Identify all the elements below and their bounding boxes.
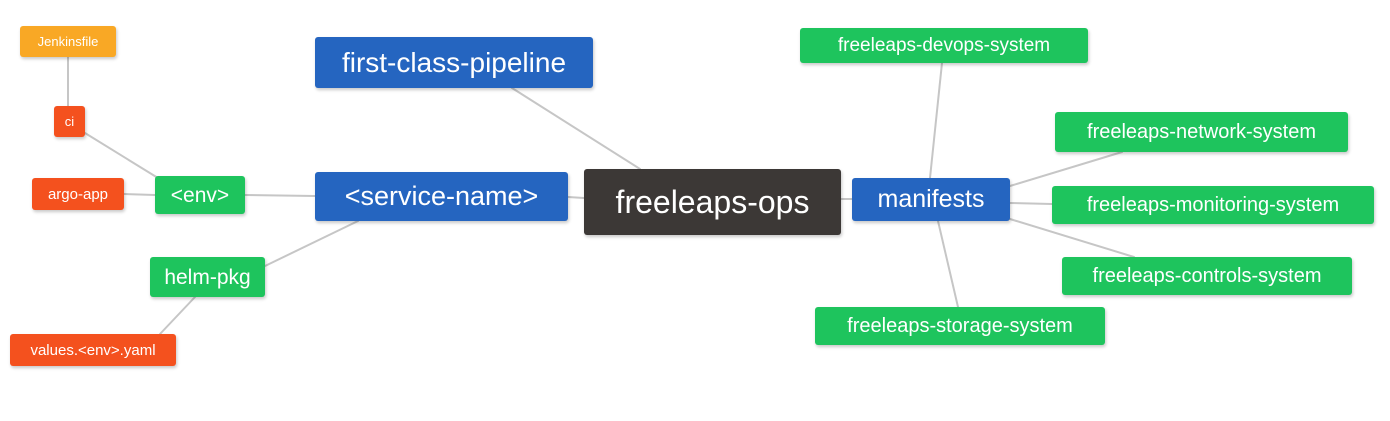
node-helm-pkg[interactable]: helm-pkg <box>150 257 265 297</box>
edge-pipeline-ops <box>511 87 641 170</box>
edge-helmpkg-servicename <box>264 220 359 267</box>
node-env[interactable]: <env> <box>155 176 245 214</box>
node-label-freeleaps-network-system: freeleaps-network-system <box>1087 121 1316 143</box>
edge-manifests-devops <box>929 62 943 179</box>
edge-manifests-network <box>1009 151 1123 187</box>
node-freeleaps-devops-system[interactable]: freeleaps-devops-system <box>800 28 1088 63</box>
node-values-yaml[interactable]: values.<env>.yaml <box>10 334 176 366</box>
node-label-jenkinsfile: Jenkinsfile <box>37 34 99 49</box>
node-ci[interactable]: ci <box>54 106 85 137</box>
node-freeleaps-monitoring-system[interactable]: freeleaps-monitoring-system <box>1052 186 1374 224</box>
node-label-service-name: <service-name> <box>344 181 539 211</box>
node-freeleaps-storage-system[interactable]: freeleaps-storage-system <box>815 307 1105 345</box>
node-label-manifests: manifests <box>877 185 985 213</box>
node-manifests[interactable]: manifests <box>852 178 1010 221</box>
edge-manifests-monitoring <box>1009 202 1053 205</box>
edge-ci-env <box>84 132 159 179</box>
edge-servicename-ops <box>567 196 585 199</box>
node-first-class-pipeline[interactable]: first-class-pipeline <box>315 37 593 88</box>
node-label-argo-app: argo-app <box>47 185 109 203</box>
node-label-freeleaps-controls-system: freeleaps-controls-system <box>1092 265 1322 287</box>
edge-manifests-storage <box>937 220 959 308</box>
node-jenkinsfile[interactable]: Jenkinsfile <box>20 26 116 57</box>
node-label-freeleaps-devops-system: freeleaps-devops-system <box>837 35 1051 56</box>
node-label-values-yaml: values.<env>.yaml <box>30 341 156 359</box>
node-label-ci: ci <box>64 114 75 129</box>
node-label-env: <env> <box>170 183 230 207</box>
node-label-freeleaps-monitoring-system: freeleaps-monitoring-system <box>1086 194 1340 216</box>
node-label-first-class-pipeline: first-class-pipeline <box>341 46 567 78</box>
node-service-name[interactable]: <service-name> <box>315 172 568 221</box>
edge-env-servicename <box>244 194 316 197</box>
edge-manifests-controls <box>1009 218 1135 258</box>
node-label-freeleaps-ops: freeleaps-ops <box>615 184 810 220</box>
node-freeleaps-network-system[interactable]: freeleaps-network-system <box>1055 112 1348 152</box>
edge-values-helmpkg <box>159 296 196 335</box>
node-freeleaps-controls-system[interactable]: freeleaps-controls-system <box>1062 257 1352 295</box>
node-freeleaps-ops[interactable]: freeleaps-ops <box>584 169 841 235</box>
edge-argoapp-env <box>123 193 156 196</box>
node-argo-app[interactable]: argo-app <box>32 178 124 210</box>
node-label-freeleaps-storage-system: freeleaps-storage-system <box>847 315 1073 337</box>
node-label-helm-pkg: helm-pkg <box>164 265 251 289</box>
